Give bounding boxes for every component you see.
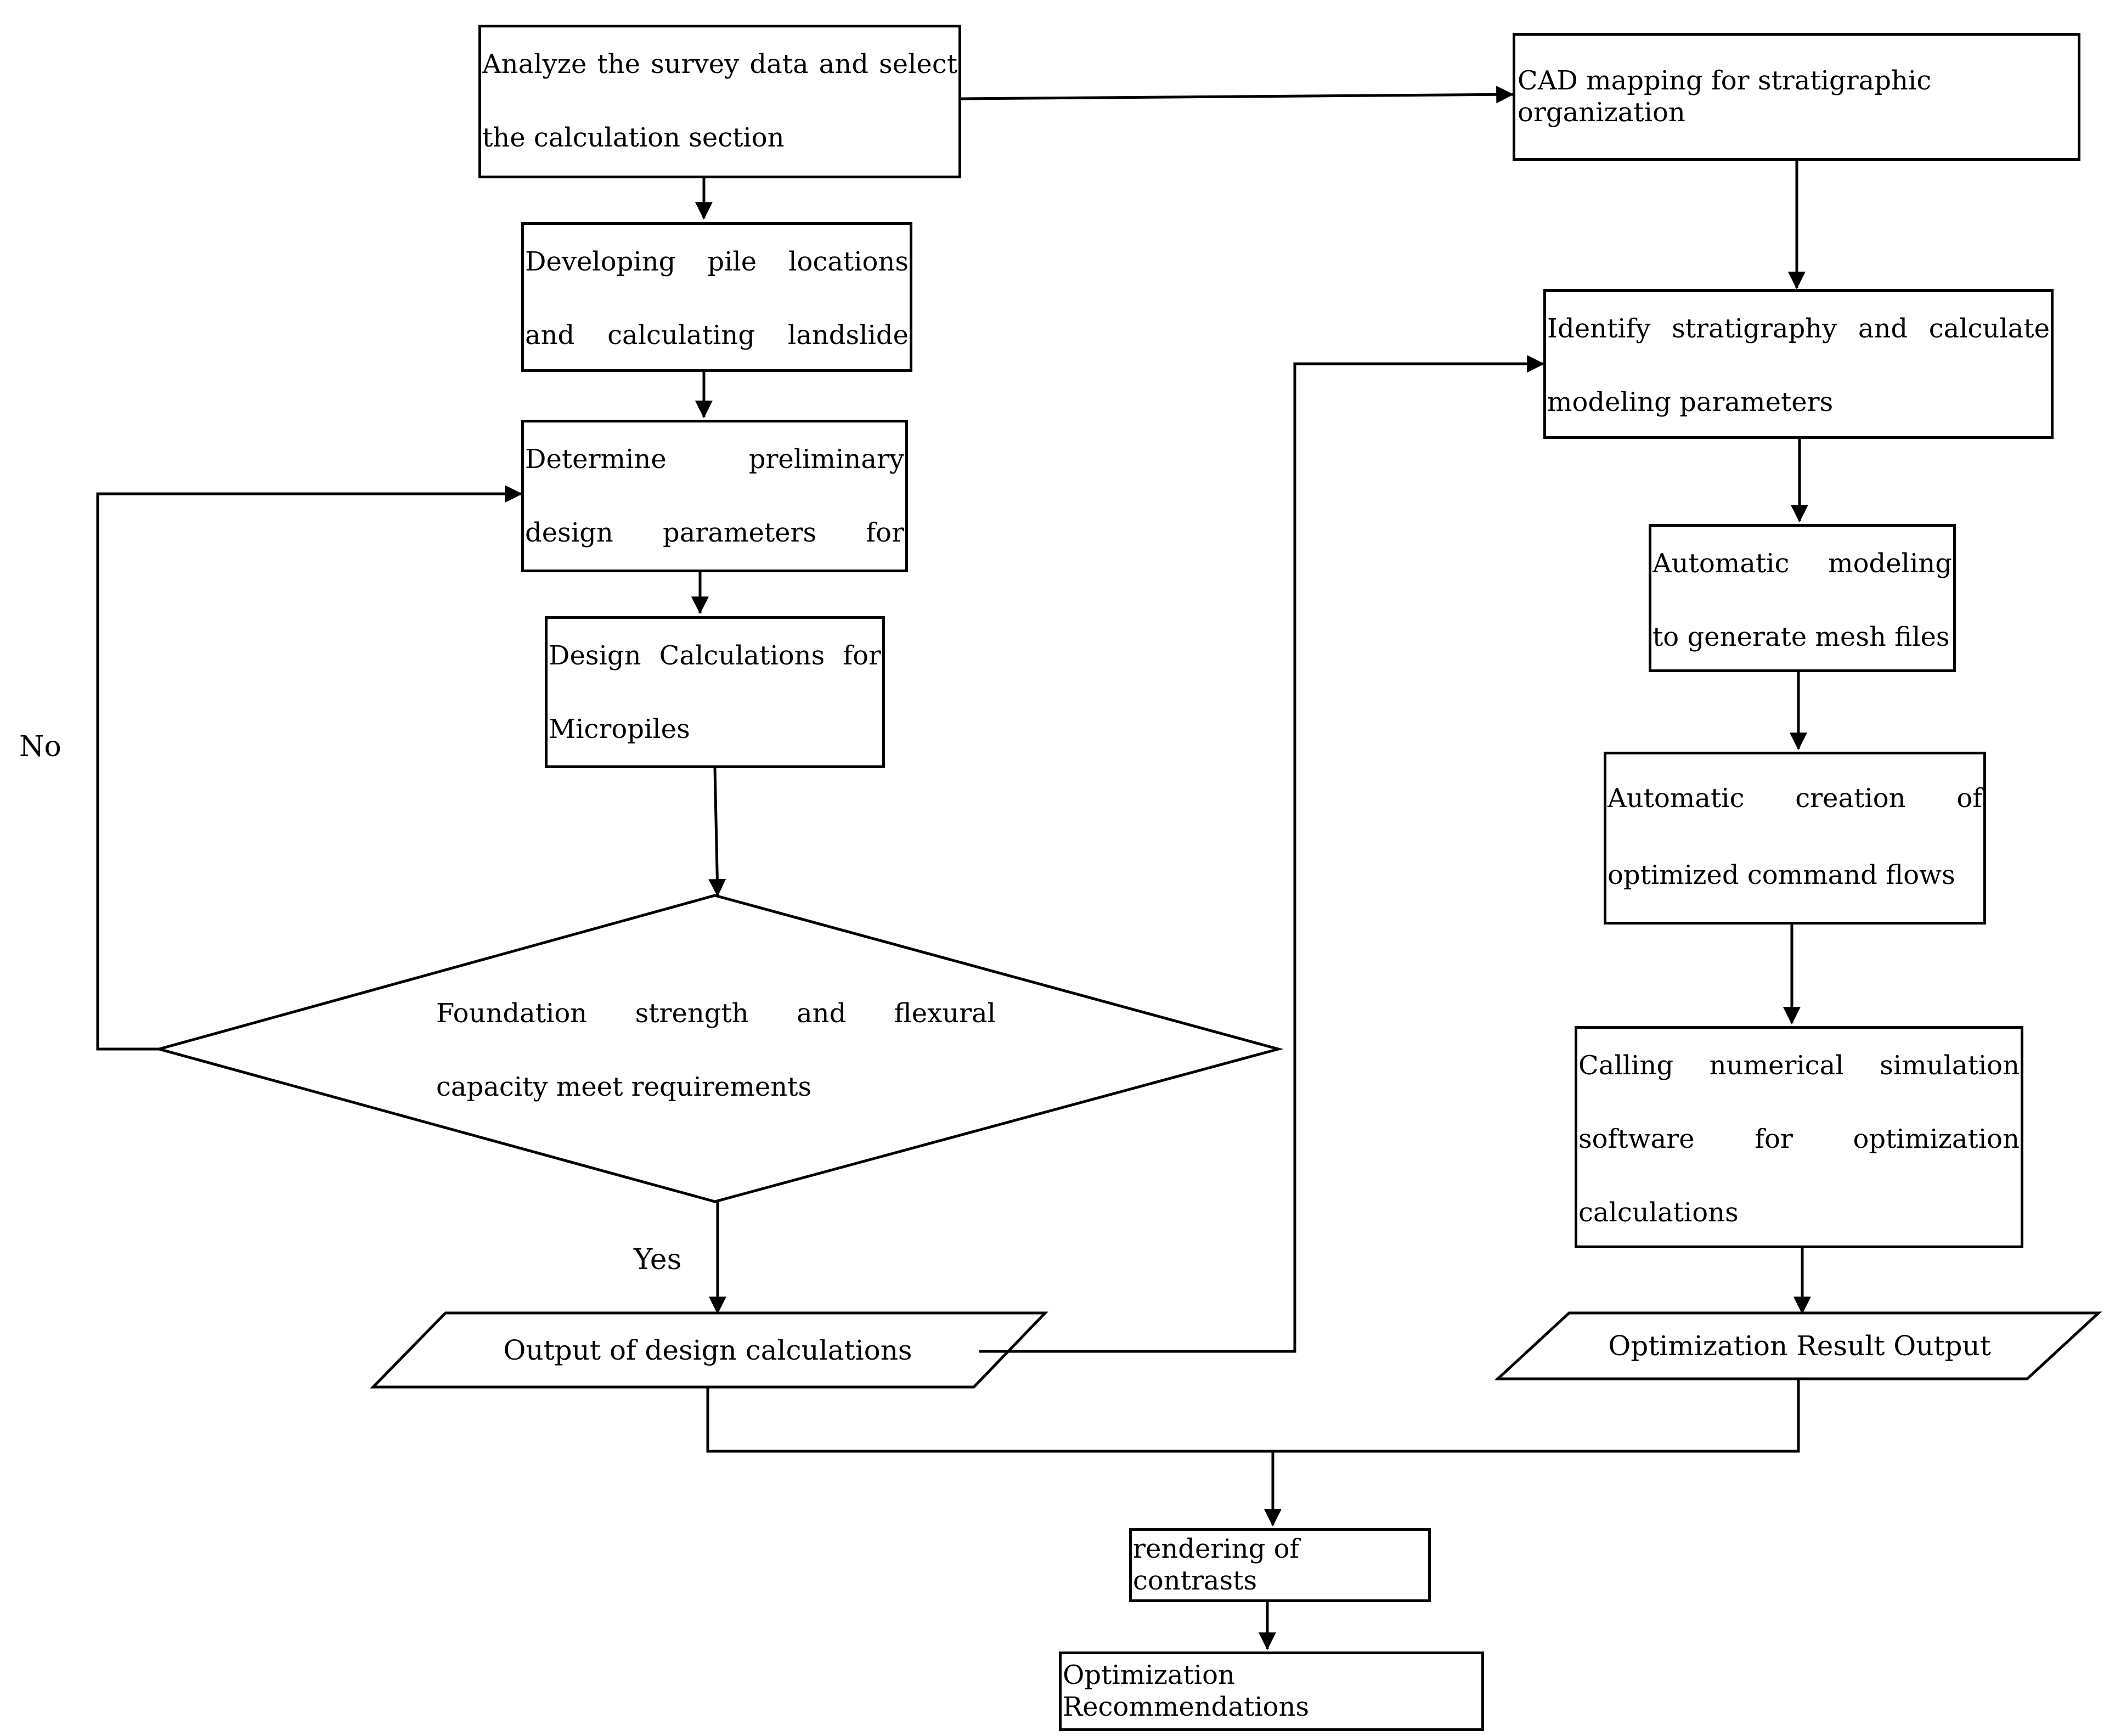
decision-diamond — [154, 894, 1284, 1203]
merge-left-line — [706, 1379, 1800, 1453]
output-design-text: Output of design calculations — [503, 1334, 912, 1366]
arrow-no-loop — [96, 485, 523, 1051]
decision-text: Foundation strength and flexural capacit… — [436, 998, 996, 1102]
node-automatic-creation: Automatic creation of optimized command … — [1604, 752, 1986, 925]
label-no: No — [19, 730, 61, 763]
node-preliminary-design: Determine preliminary design parameters … — [521, 420, 908, 572]
node-automatic-modeling: Automatic modeling to generate mesh file… — [1649, 524, 1956, 672]
node-develop-pile-locations: Developing pile locations and calculatin… — [521, 222, 912, 372]
node-identify-stratigraphy: Identify stratigraphy and calculate mode… — [1543, 289, 2054, 439]
label-yes: Yes — [634, 1243, 682, 1276]
node-cad-mapping: CAD mapping for stratigraphic organizati… — [1513, 33, 2080, 161]
output-design-parallelogram — [370, 1311, 1048, 1389]
node-optimization-recommendations: Optimization Recommendations — [1059, 1652, 1484, 1731]
node-rendering-contrasts: rendering of contrasts — [1129, 1528, 1431, 1602]
node-analyze-survey: Analyze the survey data and select the c… — [478, 25, 961, 178]
node-design-calculations: Design Calculations for Micropiles — [545, 616, 885, 768]
optimization-output-text: Optimization Result Output — [1608, 1330, 1991, 1362]
node-calling-simulation: Calling numerical simulation software fo… — [1575, 1026, 2023, 1248]
arrow-analyze-to-cad — [961, 86, 1514, 104]
arrow-design-to-decision — [708, 768, 726, 897]
arrow-output-to-identify — [979, 355, 1545, 1353]
optimization-output-parallelogram — [1494, 1311, 2102, 1380]
